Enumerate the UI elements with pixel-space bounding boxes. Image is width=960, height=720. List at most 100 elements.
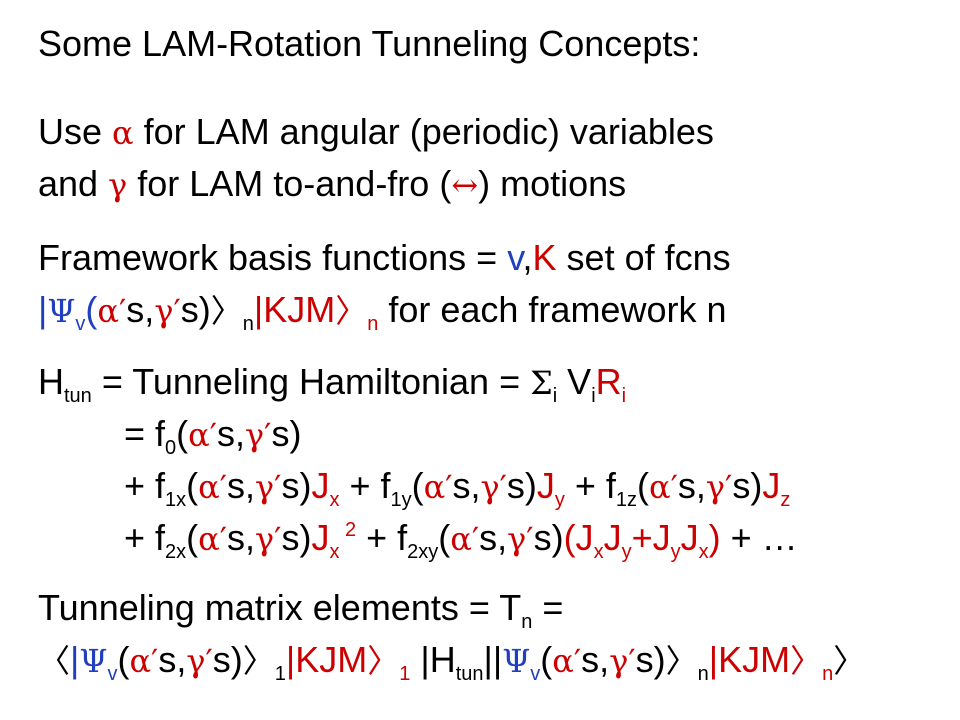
text: ||: [483, 639, 503, 680]
subscript: y: [621, 541, 632, 563]
text: s,: [217, 413, 246, 454]
gamma-prime-symbol: γ′: [255, 468, 282, 506]
text: (: [637, 465, 650, 506]
alpha-symbol: α: [112, 114, 134, 152]
subscript: n: [697, 663, 709, 685]
f0-term-line: = f0(α′s,γ′s): [124, 412, 302, 459]
text: Tunneling matrix elements = T: [38, 587, 522, 628]
text: (: [176, 413, 189, 454]
ket-bar: |: [38, 289, 48, 330]
subscript: tun: [64, 385, 92, 407]
subscript: x: [329, 489, 340, 511]
text: Use: [38, 111, 113, 152]
psi-symbol: Ψ: [47, 292, 76, 330]
text: (: [117, 639, 130, 680]
j-operator: J: [311, 517, 330, 558]
subscript: y: [554, 489, 565, 511]
text: + f: [339, 465, 391, 506]
gamma-prime-symbol: γ′: [154, 292, 181, 330]
text: s,: [126, 289, 155, 330]
kjm-ket: |KJM: [253, 289, 336, 330]
text: s): [281, 517, 312, 558]
text: for LAM angular (periodic) variables: [133, 111, 714, 152]
text: V: [557, 361, 592, 402]
text: s,: [581, 639, 610, 680]
subscript: 0: [165, 437, 177, 459]
text: + f: [124, 465, 166, 506]
alpha-prime-symbol: α′: [188, 416, 218, 454]
tunneling-matrix-line: Tunneling matrix elements = Tn =: [38, 586, 563, 633]
text: ) motions: [478, 163, 627, 204]
subscript: n: [367, 313, 379, 335]
gamma-prime-symbol: γ′: [245, 416, 272, 454]
subscript: 1x: [165, 489, 187, 511]
subscript: z: [780, 489, 791, 511]
text: s,: [479, 517, 508, 558]
j-operator: ): [708, 517, 721, 558]
text: s): [180, 289, 211, 330]
subscript: 1y: [390, 489, 412, 511]
gamma-prime-symbol: γ′: [480, 468, 507, 506]
text: H: [38, 361, 64, 402]
text: + f: [124, 517, 166, 558]
text: s): [271, 413, 302, 454]
subscript: n: [521, 611, 533, 633]
alpha-prime-symbol: α′: [423, 468, 453, 506]
text: for LAM to-and-fro (: [127, 163, 452, 204]
slide-title: Some LAM-Rotation Tunneling Concepts:: [38, 22, 700, 66]
text: s): [732, 465, 763, 506]
subscript: n: [822, 663, 834, 685]
text: Framework basis functions =: [38, 237, 508, 278]
text: + f: [564, 465, 616, 506]
ket-symbol: 〉: [833, 642, 866, 680]
gamma-prime-symbol: γ′: [609, 642, 636, 680]
subscript: 1z: [615, 489, 638, 511]
text: s): [212, 639, 243, 680]
subscript: tun: [455, 663, 484, 685]
tunneling-hamiltonian-line: Htun = Tunneling Hamiltonian = Σi ViRi: [38, 360, 626, 407]
alpha-prime-symbol: α′: [450, 520, 480, 558]
text: (: [186, 465, 199, 506]
ket-symbol: 〉: [242, 642, 275, 680]
double-arrow-symbol: ↔: [451, 166, 479, 204]
text: (: [411, 465, 424, 506]
gamma-prime-symbol: γ′: [186, 642, 213, 680]
text: s,: [452, 465, 481, 506]
basis-function-line: |Ψv(α′s,γ′s)〉n|KJM〉n for each framework …: [38, 288, 727, 335]
text: (: [186, 517, 199, 558]
text: s): [533, 517, 564, 558]
subscript: n: [242, 313, 254, 335]
text: set of fcns: [556, 237, 731, 278]
subscript: 1: [399, 663, 411, 685]
text: s,: [227, 517, 256, 558]
text: s,: [158, 639, 187, 680]
title-text: Some LAM-Rotation Tunneling Concepts:: [38, 23, 701, 64]
j-operator: J: [603, 517, 622, 558]
v-quantum-number: v: [507, 237, 523, 278]
text: s,: [677, 465, 706, 506]
text: and: [38, 163, 109, 204]
text: (: [438, 517, 451, 558]
matrix-element-bracket-line: 〈|Ψv(α′s,γ′s)〉1|KJM〉1 |Htun||Ψv(α′s,γ′s)…: [38, 638, 866, 685]
text: s,: [227, 465, 256, 506]
k-quantum-number: K: [532, 237, 557, 278]
subscript: v: [530, 663, 541, 685]
gamma-definition-line: and γ for LAM to-and-fro (↔) motions: [38, 162, 626, 207]
bra-symbol: 〈: [38, 642, 71, 680]
text: (: [540, 639, 553, 680]
ket-symbol: 〉: [665, 642, 698, 680]
gamma-prime-symbol: γ′: [507, 520, 534, 558]
subscript: v: [107, 663, 118, 685]
alpha-prime-symbol: α′: [198, 468, 228, 506]
text: = f: [124, 413, 166, 454]
subscript: y: [670, 541, 681, 563]
subscript: x: [593, 541, 604, 563]
alpha-prime-symbol: α′: [552, 642, 582, 680]
gamma-symbol: γ: [108, 166, 128, 204]
text: + f: [356, 517, 408, 558]
subscript: i: [591, 385, 596, 407]
subscript: 2xy: [407, 541, 439, 563]
subscript: 2x: [165, 541, 187, 563]
text: for each framework n: [378, 289, 727, 330]
